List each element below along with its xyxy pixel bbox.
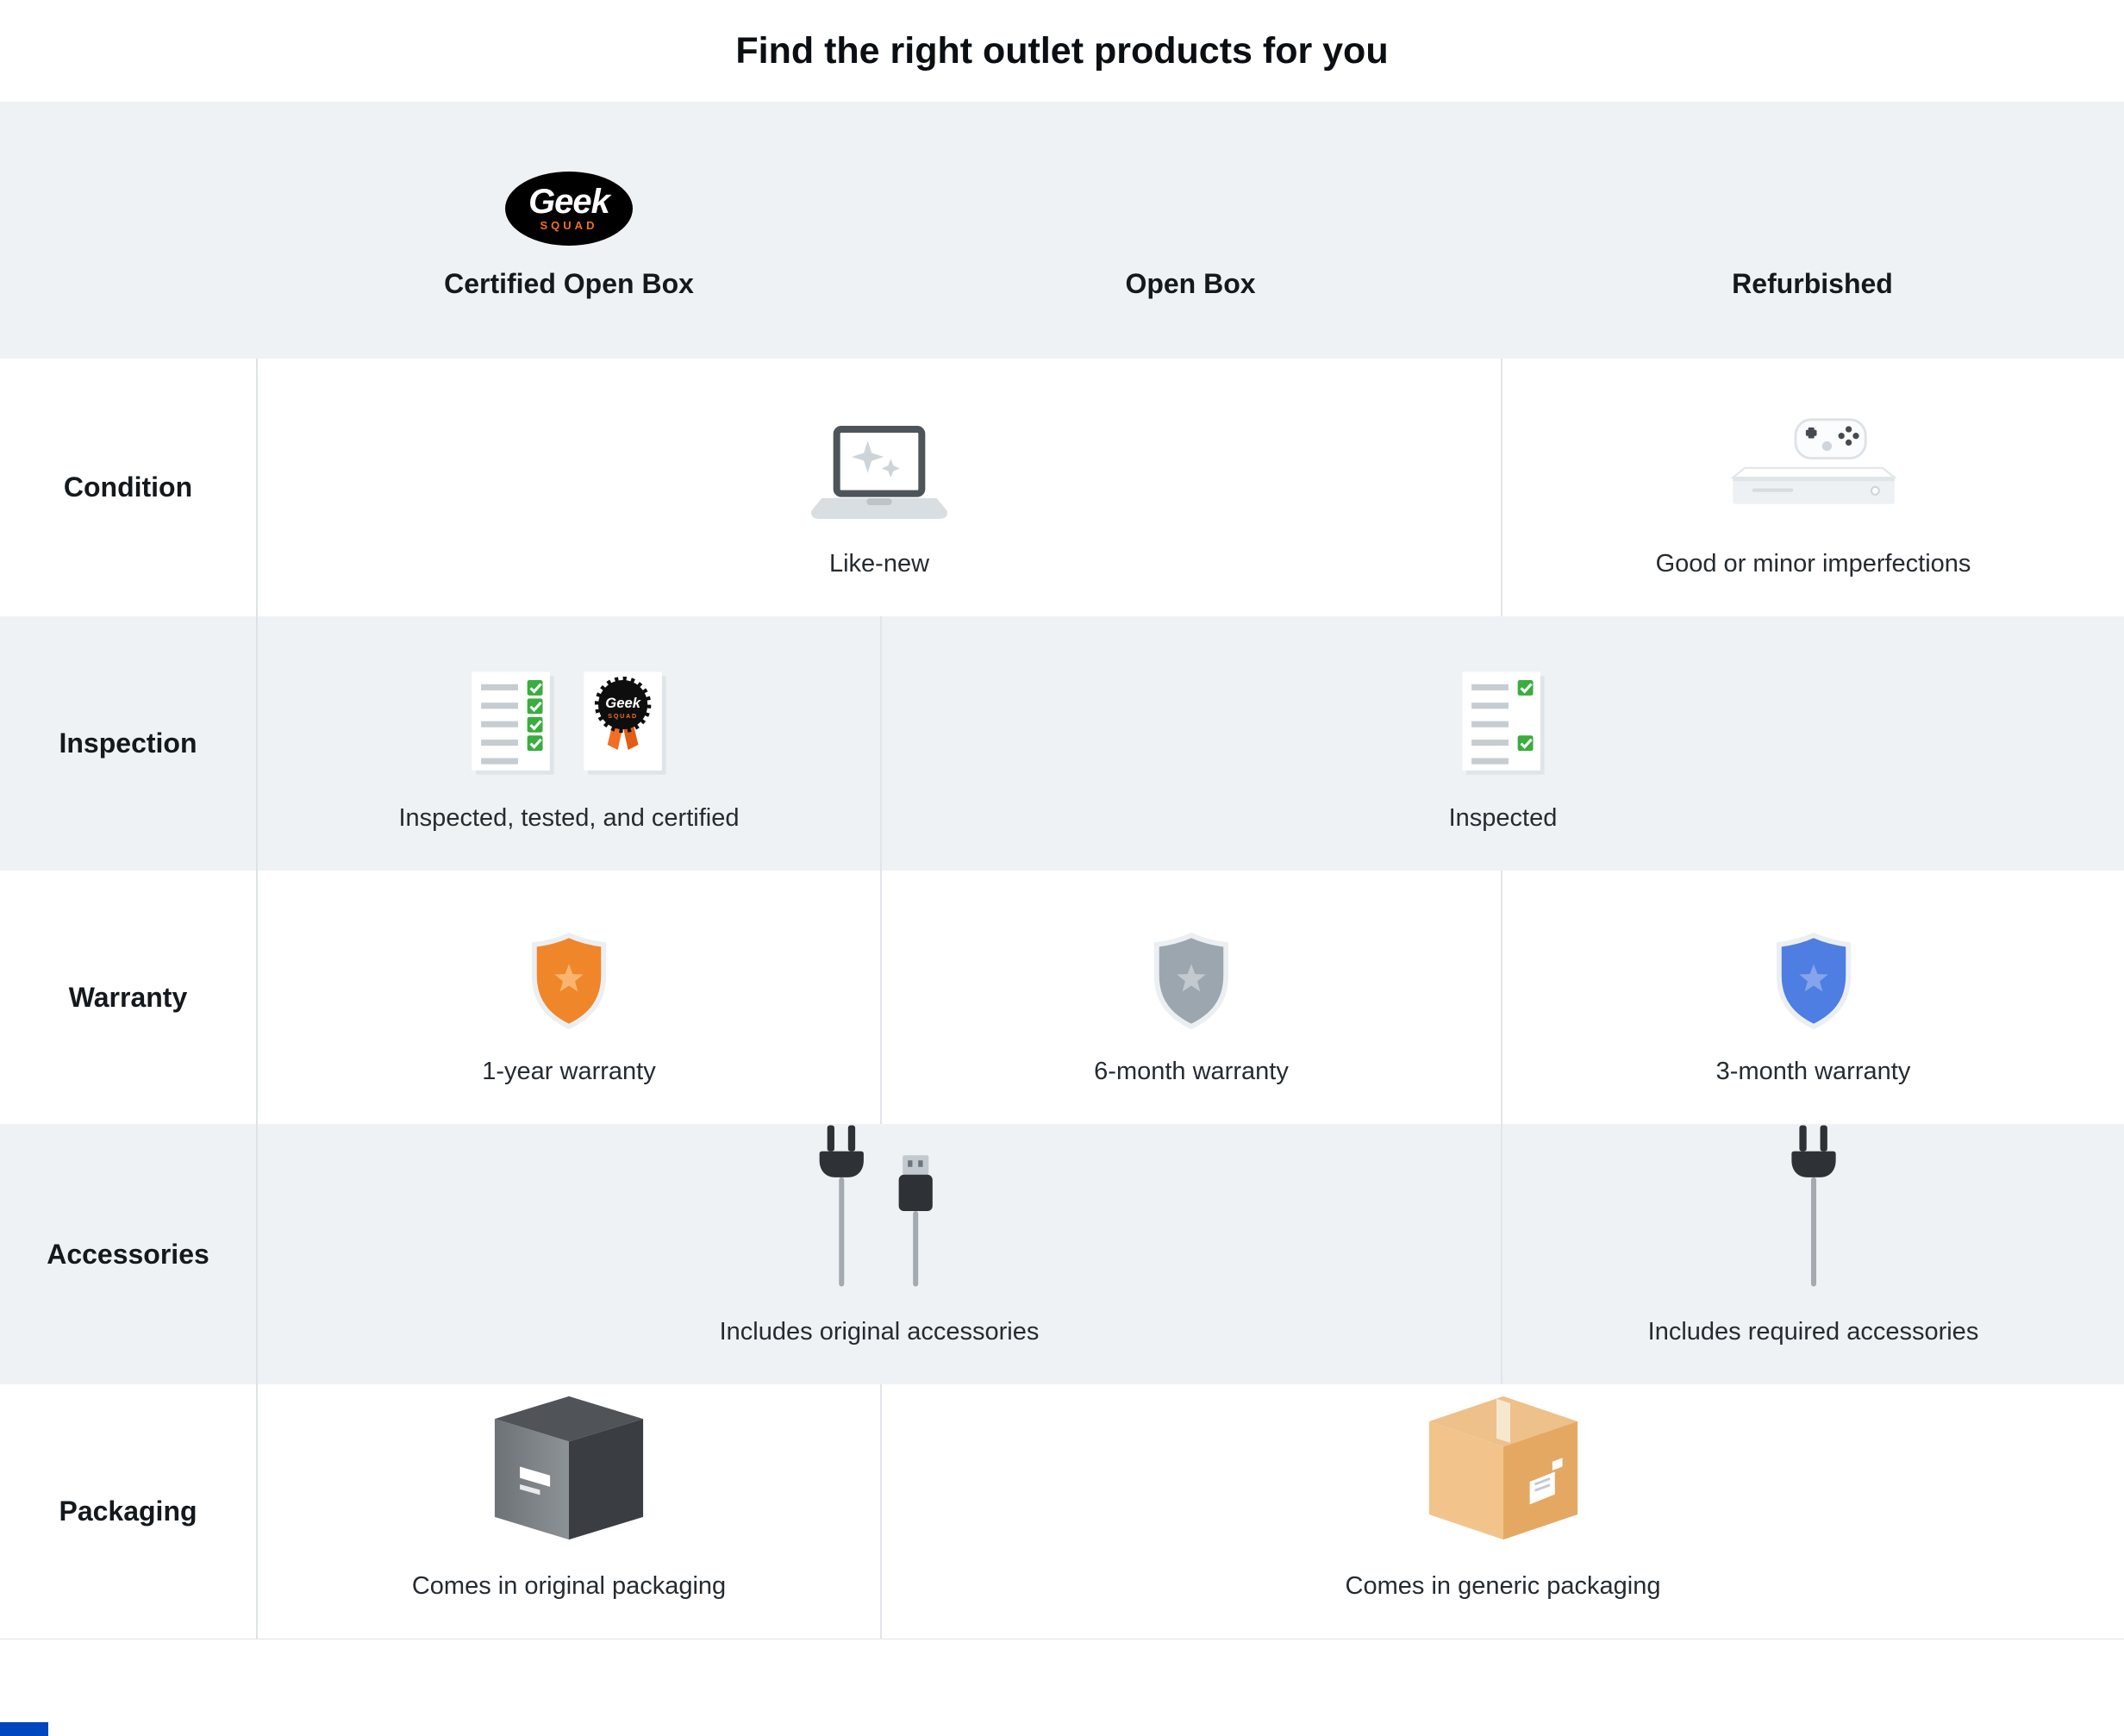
- inspection-certified-caption: Inspected, tested, and certified: [398, 804, 740, 832]
- badge-geek-text: Geek: [605, 695, 640, 711]
- warranty-6-month-caption: 6-month warranty: [1094, 1058, 1289, 1085]
- comparison-table: Geek SQUAD Certified Open Box Open Box R…: [0, 102, 2124, 1639]
- cell-packaging-original: Comes in original packaging: [258, 1384, 880, 1639]
- warranty-1-year-caption: 1-year warranty: [482, 1058, 656, 1085]
- header-open-box: Open Box: [880, 102, 1501, 359]
- warranty-3-month-caption: 3-month warranty: [1715, 1058, 1911, 1085]
- cell-accessories-original: Includes original accessories: [258, 1124, 1501, 1384]
- header-corner-cell: [0, 102, 258, 359]
- gray-shield-icon: [1153, 932, 1229, 1030]
- cell-inspection-certified: Geek SQUAD Inspected, tested, and certif…: [258, 616, 880, 871]
- orange-shield-icon: [531, 932, 607, 1030]
- column-header-refurbished: Refurbished: [1732, 268, 1893, 299]
- title-band: Find the right outlet products for you: [0, 0, 2124, 102]
- generic-box-icon: [1428, 1396, 1577, 1540]
- cell-packaging-generic: Comes in generic packaging: [880, 1384, 2124, 1639]
- inspection-certified-icons: Geek SQUAD: [470, 670, 668, 777]
- bottom-left-blue-strip: [0, 1722, 48, 1736]
- badge-squad-text: SQUAD: [608, 713, 638, 720]
- sparkling-laptop-icon: [811, 426, 947, 519]
- geek-squad-logo-subtext: SQUAD: [540, 218, 598, 232]
- power-plug-and-usb-cable-icon: [819, 1125, 933, 1287]
- condition-like-new-caption: Like-new: [828, 550, 930, 578]
- column-header-certified-open-box: Certified Open Box: [444, 268, 694, 299]
- page-title: Find the right outlet products for you: [735, 29, 1389, 72]
- cell-inspection-inspected: Inspected: [880, 616, 2124, 871]
- cell-condition-refurbished: Good or minor imperfections: [1501, 359, 2124, 616]
- geek-squad-badge-icon: Geek SQUAD: [584, 671, 666, 775]
- original-box-icon: [494, 1396, 644, 1540]
- geek-squad-logo-text: Geek: [528, 182, 610, 221]
- geek-squad-logo: Geek SQUAD: [505, 172, 633, 246]
- game-console-icon: [1729, 418, 1897, 504]
- blue-shield-icon: [1776, 932, 1851, 1030]
- checklist-icon: [472, 671, 554, 775]
- row-label-inspection: Inspection: [0, 616, 258, 871]
- power-plug-icon: [1790, 1125, 1836, 1287]
- header-refurbished: Refurbished: [1501, 102, 2124, 359]
- cell-warranty-3-month: 3-month warranty: [1501, 871, 2124, 1124]
- checklist-icon: [1461, 671, 1545, 775]
- row-label-packaging: Packaging: [0, 1384, 258, 1639]
- accessories-required-caption: Includes required accessories: [1647, 1318, 1979, 1346]
- inspection-inspected-caption: Inspected: [1448, 804, 1558, 832]
- column-header-open-box: Open Box: [1125, 268, 1256, 299]
- condition-refurbished-caption: Good or minor imperfections: [1655, 550, 1971, 578]
- row-label-condition: Condition: [0, 359, 258, 616]
- packaging-generic-caption: Comes in generic packaging: [1345, 1572, 1661, 1600]
- cell-condition-like-new: Like-new: [258, 359, 1501, 616]
- cell-warranty-6-month: 6-month warranty: [880, 871, 1501, 1124]
- cell-warranty-1-year: 1-year warranty: [258, 871, 880, 1124]
- accessories-original-caption: Includes original accessories: [719, 1318, 1040, 1346]
- cell-accessories-required: Includes required accessories: [1501, 1124, 2124, 1384]
- row-label-warranty: Warranty: [0, 871, 258, 1124]
- header-certified-open-box: Geek SQUAD Certified Open Box: [258, 102, 880, 359]
- row-label-accessories: Accessories: [0, 1124, 258, 1384]
- packaging-original-caption: Comes in original packaging: [411, 1572, 727, 1600]
